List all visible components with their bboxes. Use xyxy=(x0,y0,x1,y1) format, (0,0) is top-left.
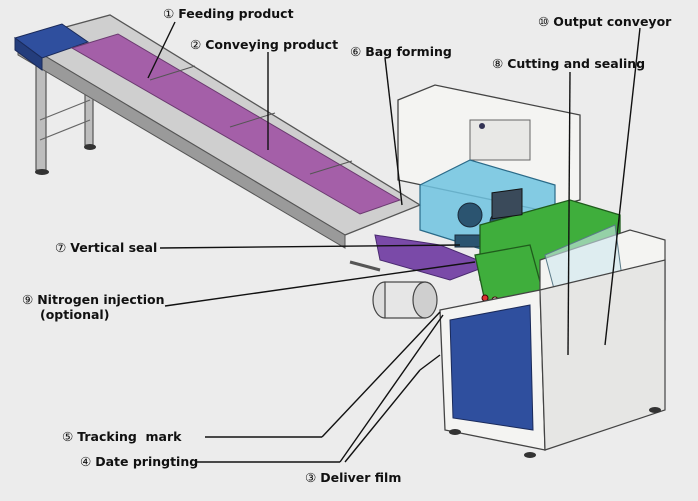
label-text: Bag forming xyxy=(365,44,452,59)
label-text-optional: (optional) xyxy=(40,307,110,322)
film-roll xyxy=(372,281,438,319)
cabinet-blue-door xyxy=(449,304,534,431)
label-text: Tracking mark xyxy=(77,429,182,444)
label-number: ④ xyxy=(80,454,92,469)
label-text: Deliver film xyxy=(320,470,402,485)
label-number: ⑦ xyxy=(55,240,67,255)
label-text: Output conveyor xyxy=(553,14,672,29)
label-number: ⑨ xyxy=(22,292,34,307)
label-number: ⑥ xyxy=(350,44,362,59)
cabinet-side xyxy=(539,259,666,451)
label-number: ③ xyxy=(305,470,317,485)
label-text: Conveying product xyxy=(205,37,339,52)
leader-lines xyxy=(147,21,641,463)
label-number: ⑤ xyxy=(62,429,74,444)
label-text: Cutting and sealing xyxy=(507,56,646,71)
label-number: ⑩ xyxy=(538,14,550,29)
label-text: Vertical seal xyxy=(70,240,158,255)
foot xyxy=(84,144,96,150)
label-text: Nitrogen injection xyxy=(37,292,165,307)
frame-bolt xyxy=(479,123,485,129)
label-number: ⑧ xyxy=(492,56,504,71)
film-shaft xyxy=(349,260,381,272)
touch-screen-icon xyxy=(491,188,523,220)
label-text: Date pringting xyxy=(95,454,199,469)
label-number: ② xyxy=(190,37,202,52)
foot xyxy=(35,169,49,175)
label-number: ① xyxy=(163,6,175,21)
infeed-end-box-side xyxy=(14,37,43,71)
purple-belt xyxy=(70,33,402,215)
cabinet-feet xyxy=(449,407,661,458)
label-text: Feeding product xyxy=(178,6,294,21)
